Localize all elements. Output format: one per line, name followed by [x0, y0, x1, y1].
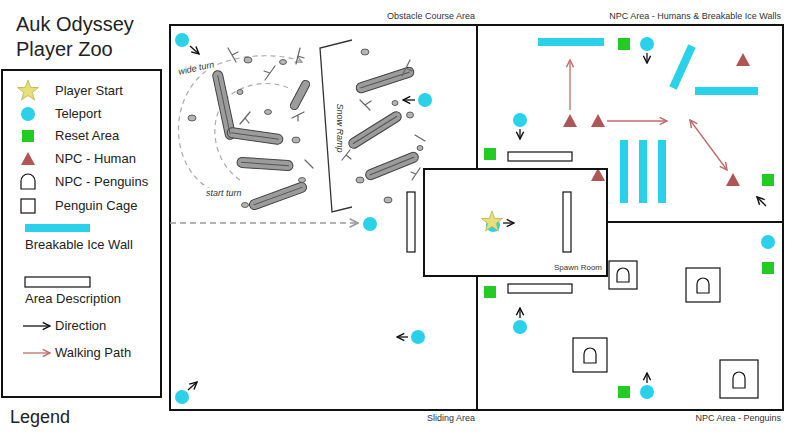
area-description: Spawn Room	[554, 263, 602, 273]
ice-walls	[538, 38, 758, 203]
area-description: Sliding Area	[427, 413, 475, 424]
walking-paths	[570, 60, 727, 170]
legend-text: NPC - Human	[55, 151, 136, 167]
barriers	[407, 152, 572, 293]
reset-areas	[484, 38, 774, 398]
legend-swatch	[25, 224, 90, 232]
legend-text: Area Description	[25, 291, 121, 307]
legend-text: Reset Area	[55, 128, 119, 144]
sketch-note: start turn	[206, 188, 242, 198]
penguin-cages	[573, 261, 758, 398]
spawn-room: Spawn Room	[423, 168, 608, 277]
teleports	[175, 33, 775, 404]
legend-swatch	[18, 80, 39, 100]
player-start-star	[482, 211, 503, 231]
area-region: NPC Area - Penguins	[477, 222, 783, 410]
legend-symbol	[23, 325, 50, 326]
legend-swatch	[21, 152, 35, 165]
legend-text: Player Start	[55, 83, 123, 99]
legend-text: Teleport	[55, 106, 101, 122]
legend-text: NPC - Penguins	[55, 174, 148, 190]
dashed-divider	[170, 222, 358, 224]
legend-symbol	[23, 352, 50, 353]
legend-text: Penguin Cage	[55, 198, 137, 214]
area-description: Obstacle Course Area	[387, 11, 475, 22]
obstacle-sketch	[179, 40, 426, 212]
map-title: Auk Odyssey Player Zoo	[16, 12, 156, 62]
legend-symbol	[21, 174, 35, 189]
area-description: NPC Area - Penguins	[695, 413, 781, 424]
area-region: NPC Area - Humans & Breakable Ice Walls	[477, 25, 783, 222]
sketch-note: Snow Ramp	[335, 103, 345, 152]
region-walls	[170, 25, 783, 410]
legend-swatch	[21, 107, 35, 121]
legend-swatch	[22, 130, 34, 142]
area-description: NPC Area - Humans & Breakable Ice Walls	[609, 11, 781, 22]
sketch-note: wide turn	[177, 59, 215, 76]
area-region: Sliding Area	[170, 222, 477, 410]
legend-symbol	[25, 277, 90, 287]
legend-text: Breakable Ice Wall	[25, 237, 133, 253]
npc-humans	[563, 53, 750, 186]
legend-heading: Legend	[10, 406, 70, 428]
direction-arrows	[188, 46, 766, 390]
legend-symbol	[21, 199, 35, 213]
legend-text: Walking Path	[55, 345, 131, 361]
legend-box	[2, 70, 161, 397]
legend-text: Direction	[55, 318, 106, 334]
legend-symbols	[0, 0, 161, 447]
